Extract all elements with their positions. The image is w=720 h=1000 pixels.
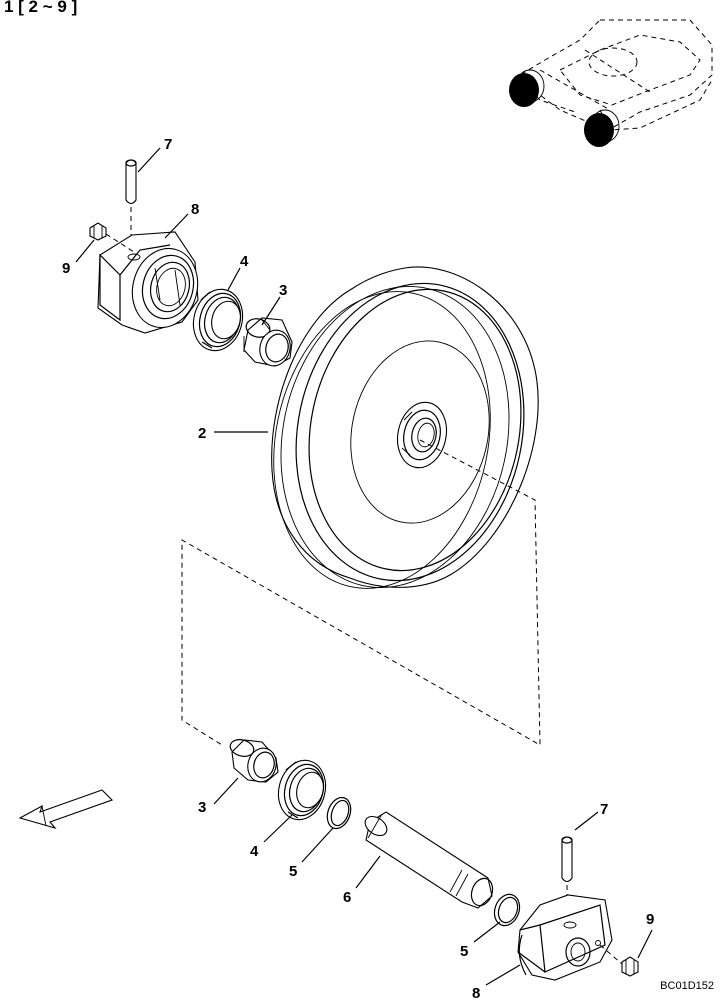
shaft — [364, 811, 494, 909]
inset-idler-right-icon — [584, 113, 614, 147]
callout-5-left: 5 — [289, 863, 297, 880]
bolt-bottom — [599, 944, 639, 977]
idler-wheel — [271, 266, 539, 589]
callout-5-right: 5 — [460, 943, 468, 960]
figure-reference: 1 [ 2 ~ 9 ] — [4, 0, 78, 16]
callout-3-bottom: 3 — [198, 799, 206, 816]
o-ring-right — [493, 893, 521, 927]
bushing-top — [243, 317, 293, 367]
callout-7-bottom: 7 — [600, 801, 608, 818]
seal-bottom — [277, 759, 327, 821]
callout-3-top: 3 — [279, 282, 287, 299]
end-cap-bottom — [517, 894, 613, 981]
end-cap-top — [97, 231, 199, 334]
track-frame-inset — [509, 19, 713, 147]
leader-lines — [75, 147, 653, 986]
callout-4-top: 4 — [240, 253, 249, 270]
callout-6: 6 — [343, 889, 351, 906]
callout-9-top: 9 — [62, 260, 70, 277]
front-direction-arrow-icon — [18, 789, 114, 830]
callout-9-bottom: 9 — [646, 911, 654, 928]
callout-2: 2 — [198, 425, 206, 442]
inset-idler-left-icon — [509, 73, 539, 107]
o-ring-left — [326, 796, 352, 830]
bushing-bottom — [229, 739, 279, 783]
axis-line — [181, 439, 541, 746]
callout-8-top: 8 — [191, 201, 199, 218]
seal-top — [192, 288, 244, 352]
callout-4-bottom: 4 — [250, 843, 259, 860]
figure-code: BC01D152 — [660, 980, 714, 992]
callout-7-top: 7 — [164, 136, 172, 153]
callout-8-bottom: 8 — [472, 985, 480, 1000]
bolt-top — [89, 222, 135, 253]
